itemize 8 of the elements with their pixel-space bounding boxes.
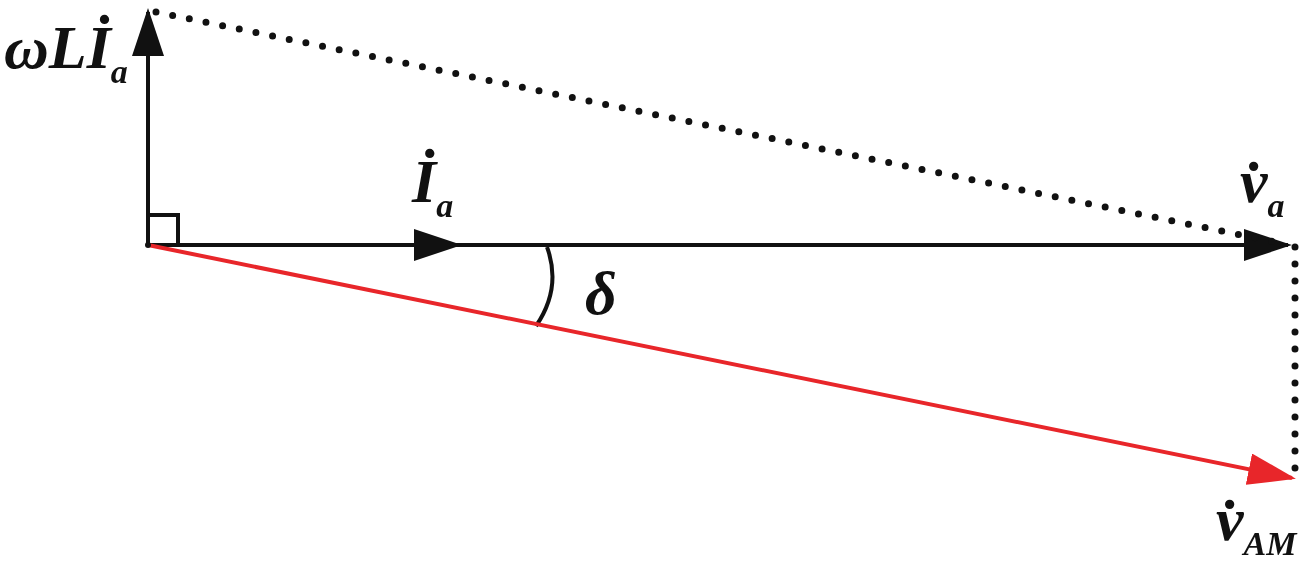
phasor-arrow	[132, 8, 164, 245]
phasor-label: v̇$_{AM}$	[1216, 485, 1297, 553]
phasor-label: ωLİ$_{a}$	[4, 13, 128, 81]
phasor-label: İ$_{a}$	[412, 147, 454, 215]
phasor-arrow	[148, 229, 1292, 261]
phasor-label: v̇$_{a}$	[1240, 147, 1285, 215]
origin-point	[145, 242, 151, 248]
angle-label: δ	[585, 259, 617, 327]
